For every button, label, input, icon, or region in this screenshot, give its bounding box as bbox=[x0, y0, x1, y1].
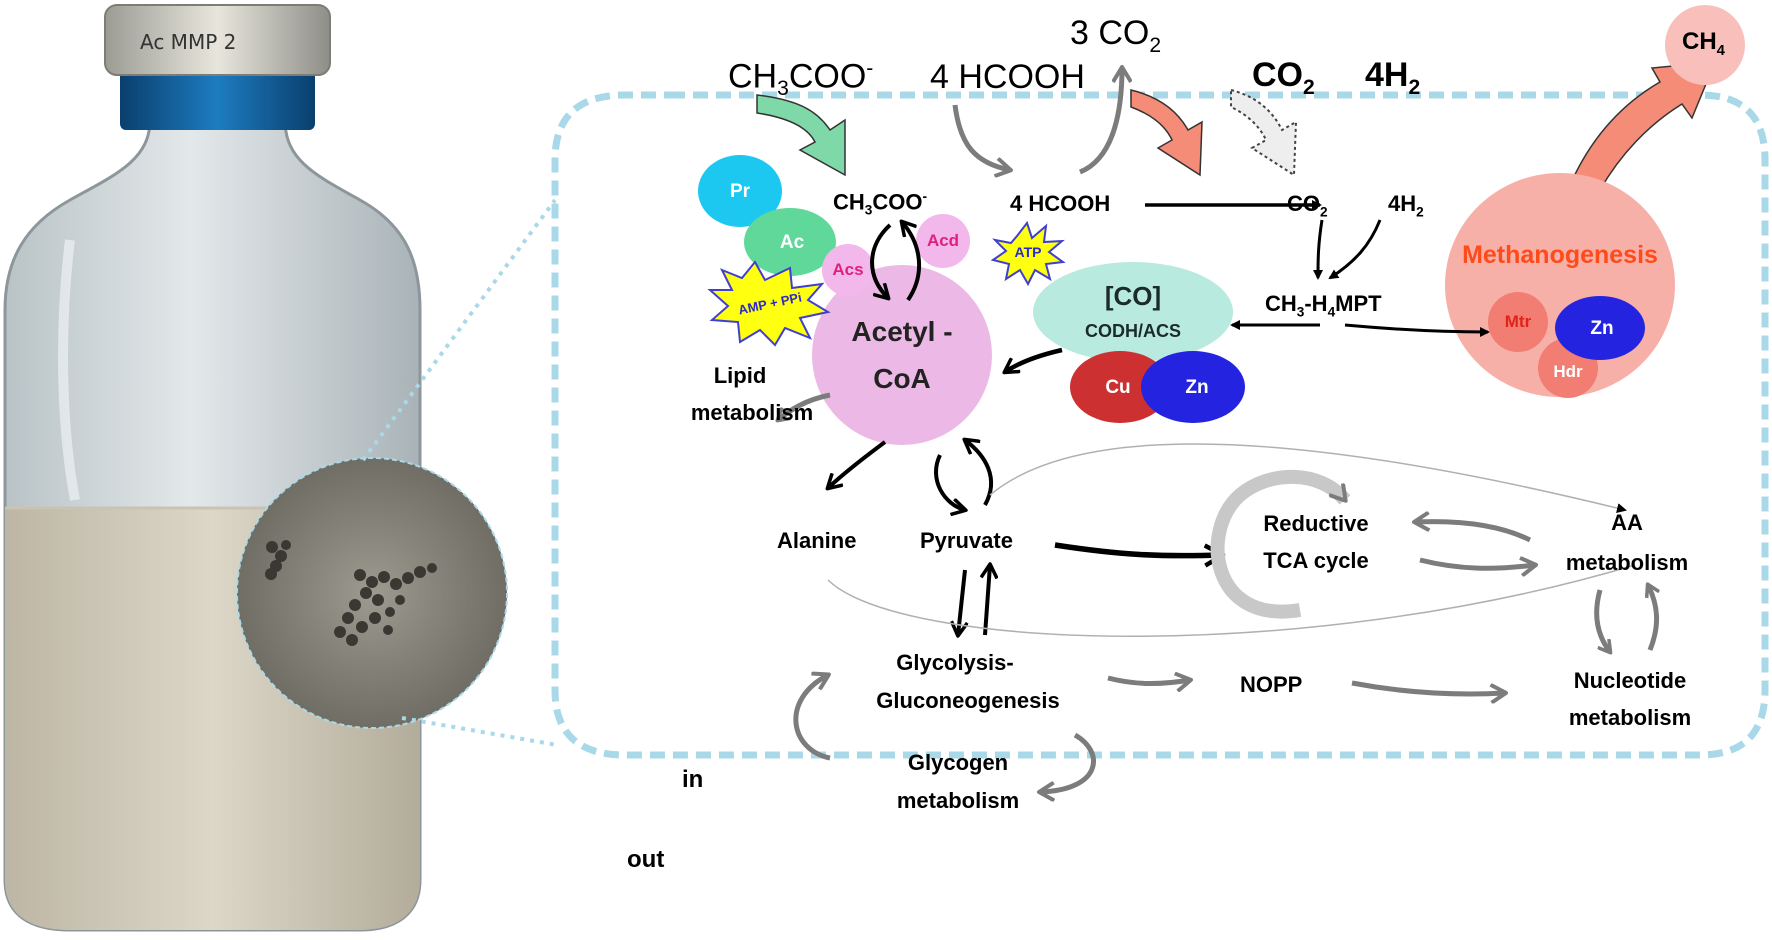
zoom-connector-top bbox=[361, 198, 557, 462]
acetate-external-label: CH3COO- bbox=[728, 57, 874, 101]
glyco-label-line1: Glycolysis- bbox=[896, 650, 1014, 675]
co2-external-label: CO2 bbox=[1252, 56, 1315, 99]
ch3-h4mpt-label: CH3-H4MPT bbox=[1265, 291, 1382, 320]
ch4-bubble bbox=[1665, 5, 1745, 85]
acd-label: Acd bbox=[926, 231, 960, 250]
tca-label-line1: Reductive bbox=[1263, 511, 1369, 536]
acetate-internal-label: CH3COO- bbox=[833, 189, 928, 218]
ch4-label: CH4 bbox=[1682, 28, 1725, 59]
black-arrows bbox=[828, 200, 1490, 635]
glycogen-label-line1: Glycogen bbox=[907, 750, 1009, 775]
nucleotide-label-line1: Nucleotide bbox=[1573, 668, 1687, 693]
acetyl-coa-line1: Acetyl - bbox=[851, 316, 953, 347]
acetyl-coa-node bbox=[812, 265, 992, 445]
formate-uptake-arrow bbox=[952, 104, 1010, 170]
mtr-label: Mtr bbox=[1504, 312, 1532, 331]
co-complex-label: [CO] bbox=[1104, 281, 1162, 311]
pyruvate-label: Pyruvate bbox=[920, 528, 1013, 553]
h2-uptake-arrow bbox=[1230, 88, 1298, 177]
grey-arrows bbox=[778, 392, 1657, 792]
zn2-bubble bbox=[1555, 296, 1645, 360]
glyco-label-line2: Gluconeogenesis bbox=[876, 688, 1060, 713]
alanine-aa-curve bbox=[827, 564, 1636, 637]
zoom-connector-bottom bbox=[401, 716, 558, 747]
aa-link-curve bbox=[989, 443, 1627, 513]
acetate-uptake-arrow bbox=[756, 94, 846, 177]
pr-label: Pr bbox=[729, 181, 751, 202]
formate-internal-label: 4 HCOOH bbox=[1010, 191, 1111, 216]
zn-label: Zn bbox=[1185, 377, 1209, 398]
glycogen-label-line2: metabolism bbox=[896, 788, 1020, 813]
ac-bubble bbox=[744, 208, 836, 276]
tca-cycle-arc bbox=[1210, 469, 1351, 619]
co2-release-arrow bbox=[1078, 68, 1122, 175]
zn-bubble bbox=[1141, 351, 1245, 423]
inside-label: in bbox=[682, 766, 704, 793]
lipid-label-line2: metabolism bbox=[690, 400, 814, 425]
acd-bubble bbox=[916, 214, 970, 268]
methanogenesis-label: Methanogenesis bbox=[1462, 241, 1658, 269]
co2-internal-label: CO2 bbox=[1287, 191, 1328, 220]
codh-acs-label: CODH/ACS bbox=[1084, 321, 1182, 341]
atp-burst bbox=[990, 220, 1066, 287]
alanine-label: Alanine bbox=[777, 528, 857, 553]
nopp-label: NOPP bbox=[1240, 672, 1303, 697]
h2-internal-label: 4H2 bbox=[1388, 191, 1424, 220]
aa-label-line1: AA bbox=[1611, 510, 1643, 535]
ch4-release-arrow bbox=[1568, 61, 1717, 191]
lipid-label-line1: Lipid bbox=[713, 363, 767, 388]
cap-marking: Ac MMP 2 bbox=[140, 30, 237, 54]
pr-bubble bbox=[698, 155, 782, 227]
formate-external-label: 4 HCOOH bbox=[930, 58, 1085, 96]
cu-bubble bbox=[1070, 351, 1170, 423]
acs-bubble bbox=[822, 244, 874, 296]
cu-label: Cu bbox=[1105, 377, 1131, 398]
amp-ppi-label: AMP + PPi bbox=[736, 289, 804, 318]
co2-uptake-arrow bbox=[1130, 89, 1203, 177]
microscope-inset bbox=[236, 457, 508, 729]
h2-external-label: 4H2 bbox=[1365, 56, 1421, 99]
co2-released-label: 3 CO2 bbox=[1070, 14, 1162, 57]
cell-membrane bbox=[551, 91, 1769, 759]
nucleotide-label-line2: metabolism bbox=[1568, 705, 1692, 730]
ac-label: Ac bbox=[779, 232, 805, 253]
zn2-label: Zn bbox=[1590, 318, 1614, 339]
amp-ppi-burst bbox=[707, 260, 831, 347]
outside-label: out bbox=[627, 846, 665, 873]
codh-acs-bubble bbox=[1033, 262, 1233, 362]
tca-label-line2: TCA cycle bbox=[1263, 548, 1369, 573]
atp-label: ATP bbox=[1014, 244, 1042, 260]
acs-label: Acs bbox=[832, 260, 864, 279]
aa-label-line2: metabolism bbox=[1565, 550, 1689, 575]
acetyl-coa-line2: CoA bbox=[873, 363, 931, 394]
hdr-label: Hdr bbox=[1553, 362, 1583, 381]
mtr-bubble bbox=[1488, 292, 1548, 352]
